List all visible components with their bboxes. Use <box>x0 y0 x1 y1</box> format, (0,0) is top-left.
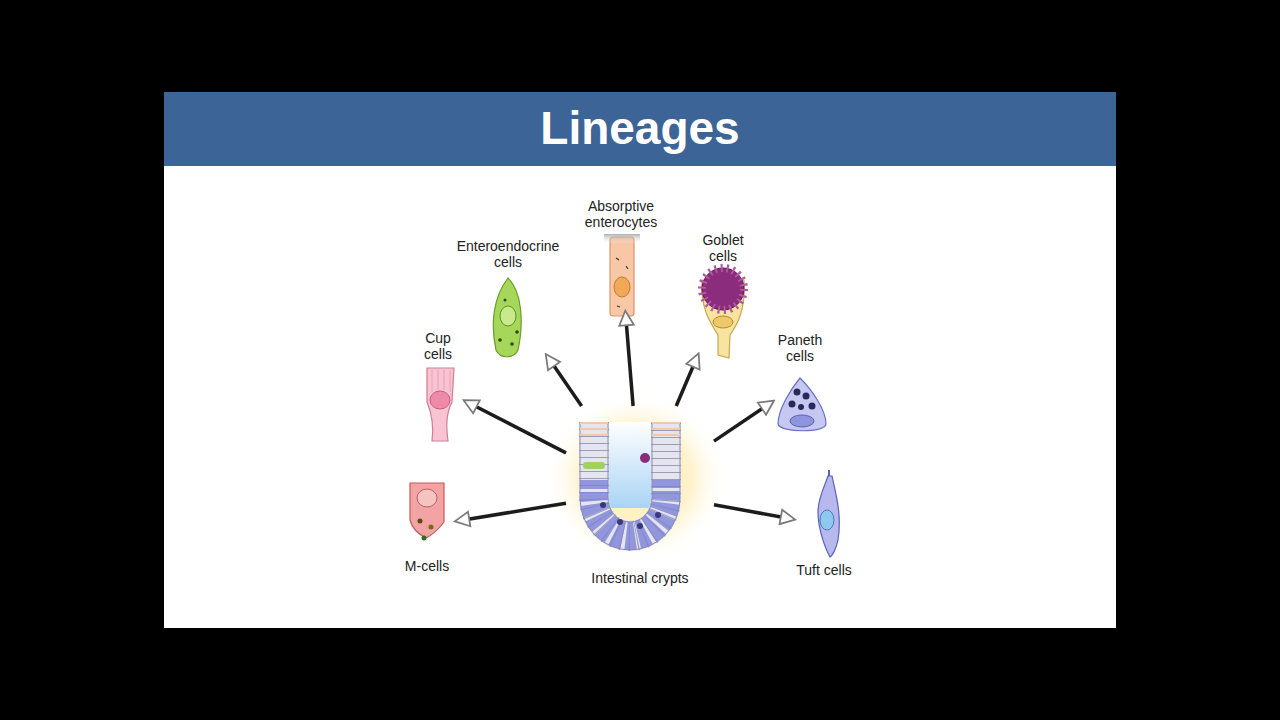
cell-type-node: Paneth cells <box>768 332 832 434</box>
granule <box>809 403 816 410</box>
cell-label: Enteroendocrine cells <box>453 238 563 270</box>
crypt-cell-borders <box>594 422 666 536</box>
granule <box>600 502 606 508</box>
granule <box>803 393 810 400</box>
cell-label: M-cells <box>392 558 462 574</box>
crypt-goblet-dot <box>640 453 650 463</box>
granule <box>789 401 796 408</box>
enteroendocrine-illustration <box>493 278 521 357</box>
cell-type-node: Intestinal crypts <box>566 416 714 586</box>
lineage-arrow <box>714 505 788 519</box>
lineage-arrow <box>714 405 768 442</box>
granule <box>515 330 519 334</box>
m-cell-illustration <box>410 483 444 541</box>
lineage-arrow <box>462 503 566 520</box>
granule <box>498 338 502 342</box>
nucleus <box>614 277 630 297</box>
slide-title: Lineages <box>164 92 1116 166</box>
cell-striations <box>432 370 450 392</box>
cell-body <box>818 476 839 557</box>
cell-type-node: Enteroendocrine cells <box>446 238 570 360</box>
particle <box>429 525 434 530</box>
crypt-glow <box>544 392 728 564</box>
particle <box>418 519 423 524</box>
nucleus <box>430 391 450 409</box>
lineage-arrow <box>550 360 582 406</box>
cell-label: Absorptive enterocytes <box>576 198 666 230</box>
tuft-cell-illustration <box>818 470 839 557</box>
goblet-illustration <box>702 268 745 358</box>
cell-type-node: Cup cells <box>406 330 470 444</box>
cell-label: Goblet cells <box>693 232 753 264</box>
nucleus <box>790 415 814 427</box>
cell-body <box>610 237 634 316</box>
nucleus <box>713 316 733 328</box>
paneth-illustration <box>778 378 826 431</box>
cell-label: Paneth cells <box>772 332 828 364</box>
cell-body <box>410 483 444 538</box>
microvilli <box>604 234 640 244</box>
cell-body <box>493 278 521 357</box>
lineage-arrow <box>676 360 696 406</box>
cell-label: Tuft cells <box>788 562 860 578</box>
tuft <box>828 470 830 476</box>
granule <box>798 404 804 410</box>
organelles <box>616 258 628 307</box>
lineage-arrow <box>626 318 633 406</box>
granule <box>617 519 623 525</box>
enterocyte-illustration <box>604 234 640 316</box>
crypt-wall <box>594 422 666 536</box>
crypt-top-cells <box>594 422 666 436</box>
cell-type-node: M-cells <box>392 478 462 574</box>
cell-type-node: Absorptive enterocytes <box>566 198 676 318</box>
cup-cell-illustration <box>427 368 454 441</box>
cell-body <box>778 378 826 431</box>
particle <box>422 536 427 541</box>
granule <box>794 389 801 396</box>
granule <box>637 523 643 529</box>
nucleus <box>500 306 516 326</box>
nucleus <box>417 489 437 507</box>
cell-type-node: Tuft cells <box>788 472 860 578</box>
cell-label: Cup cells <box>413 330 463 362</box>
cell-type-node: Goblet cells <box>688 232 758 360</box>
granule <box>504 299 507 302</box>
mucin-granules <box>702 268 744 310</box>
nucleus <box>820 510 834 530</box>
mucin-texture <box>702 268 744 310</box>
crypt-green-cell <box>583 462 605 469</box>
crypt-lumen <box>609 422 651 508</box>
granule <box>510 342 514 346</box>
lineage-arrow <box>470 404 566 453</box>
granule <box>655 512 661 518</box>
cell-body <box>427 368 454 441</box>
crypt-outline <box>580 422 680 550</box>
crypt-outline <box>608 422 652 522</box>
intestinal-crypt <box>544 392 728 564</box>
cell-label: Intestinal crypts <box>566 570 714 586</box>
crypt-base-cells <box>594 480 666 536</box>
